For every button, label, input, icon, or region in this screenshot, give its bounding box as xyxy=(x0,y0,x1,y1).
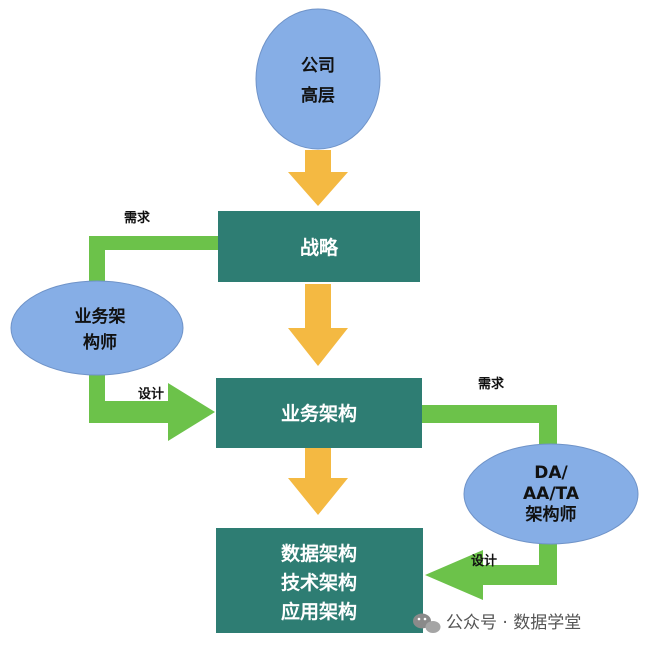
business-architecture-node xyxy=(216,378,422,448)
strategy-node xyxy=(218,211,420,282)
business-architect-label-line2: 构师 xyxy=(83,332,117,353)
it-architecture-node xyxy=(216,528,423,633)
left-design-label: 设计 xyxy=(138,386,164,402)
left-green-connector xyxy=(89,236,218,441)
arrow-top-to-strategy xyxy=(288,150,348,206)
da-aa-ta-architect-label: DA/ xyxy=(534,463,568,483)
right-green-connector xyxy=(422,405,557,600)
data-architecture-label: 数据架构 xyxy=(281,542,357,565)
business-architecture-label: 业务架构 xyxy=(281,402,357,425)
business-architect-label: 业务架 xyxy=(75,306,126,327)
top-management-label: 公司 xyxy=(301,56,335,76)
strategy-label: 战略 xyxy=(300,236,339,259)
wechat-icon xyxy=(413,613,441,633)
application-architecture-label: 应用架构 xyxy=(281,600,357,623)
arrow-business-to-it xyxy=(288,448,348,515)
tech-architecture-label: 技术架构 xyxy=(281,571,357,594)
da-aa-ta-architect-label-line2: AA/TA xyxy=(523,484,580,504)
da-aa-ta-architect-label-line3: 架构师 xyxy=(526,504,577,525)
arrow-strategy-to-business xyxy=(288,284,348,366)
top-management-node xyxy=(255,8,381,150)
da-aa-ta-architect-node xyxy=(463,443,639,545)
watermark-text: 公众号 · 数据学堂 xyxy=(446,613,581,633)
top-management-label-line2: 高层 xyxy=(301,85,335,106)
right-demand-label: 需求 xyxy=(478,376,505,392)
right-design-label: 设计 xyxy=(471,553,497,569)
business-architect-node xyxy=(10,280,184,376)
left-demand-label: 需求 xyxy=(124,210,151,226)
